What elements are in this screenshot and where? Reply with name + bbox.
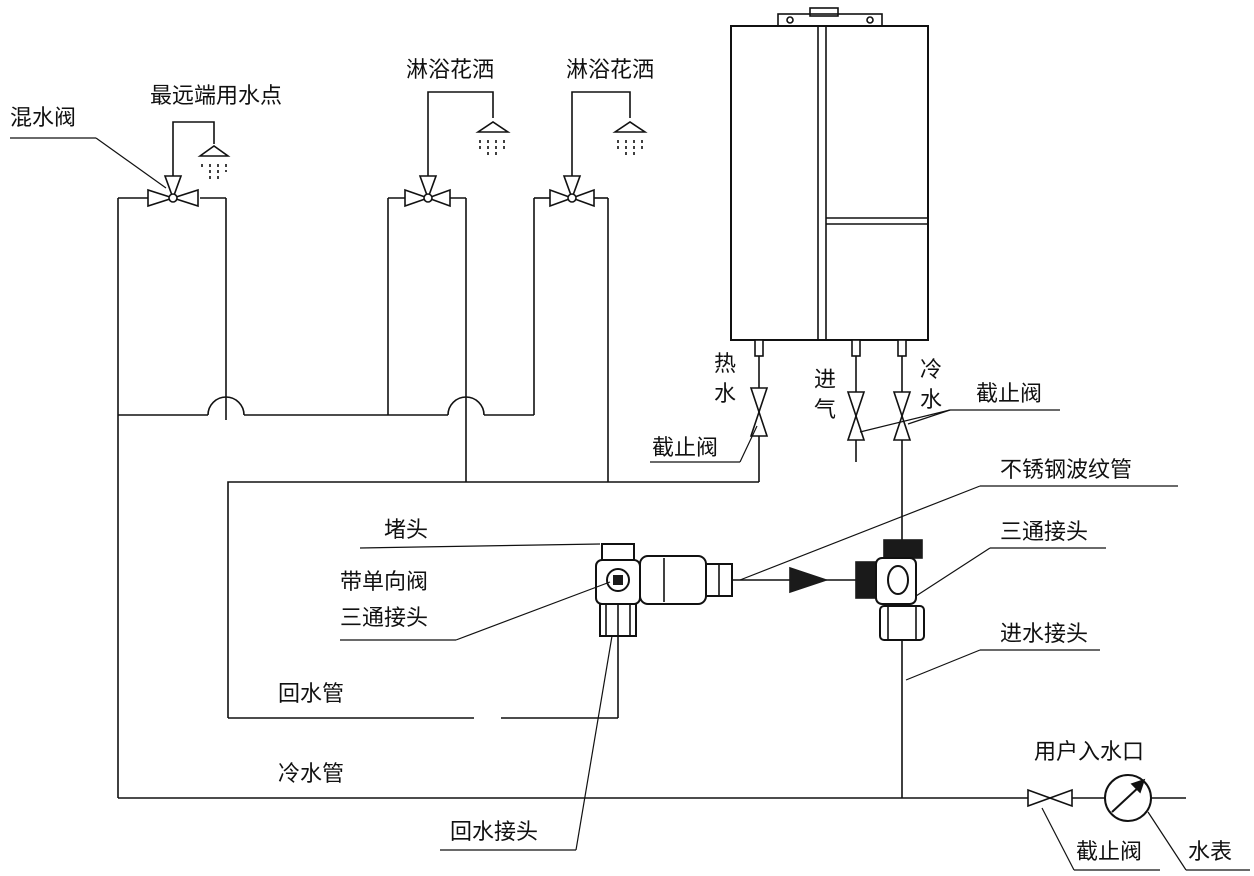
label-mixing-valve: 混水阀 bbox=[10, 106, 77, 131]
valve-icon bbox=[549, 175, 595, 208]
water-meter-icon bbox=[1104, 774, 1152, 822]
label-inlet-joint: 进水接头 bbox=[1000, 622, 1089, 647]
label-return-pipe: 回水管 bbox=[278, 682, 345, 707]
label-return-joint: 回水接头 bbox=[450, 820, 539, 845]
label-stainless-hose: 不锈钢波纹管 bbox=[1000, 458, 1133, 483]
valve-icon bbox=[846, 391, 866, 441]
label-user-inlet: 用户入水口 bbox=[1034, 740, 1145, 765]
shower-head-icon bbox=[427, 91, 511, 176]
label-hot-water: 热水 bbox=[713, 352, 736, 407]
valve-icon bbox=[147, 175, 199, 208]
shower-head-icon bbox=[172, 121, 231, 180]
water-heater-icon bbox=[730, 7, 929, 357]
label-water-meter: 水表 bbox=[1188, 840, 1233, 865]
stainless-hose bbox=[732, 566, 856, 594]
label-gas-inlet: 进气 bbox=[813, 368, 836, 423]
leader-lines bbox=[10, 137, 1250, 871]
label-cold-pipe: 冷水管 bbox=[278, 762, 345, 787]
cold-water-pipe bbox=[117, 197, 1186, 799]
tee-joint-icon bbox=[595, 543, 733, 637]
valve-icon bbox=[892, 391, 912, 441]
label-check-valve-tee-2: 三通接头 bbox=[340, 606, 429, 631]
label-plug: 堵头 bbox=[384, 518, 429, 543]
label-shower-2: 淋浴花洒 bbox=[566, 58, 655, 83]
tee-joint-icon bbox=[855, 539, 925, 641]
label-stop-valve-bottom: 截止阀 bbox=[1076, 840, 1143, 865]
label-check-valve-tee-1: 带单向阀 bbox=[340, 570, 429, 595]
valve-icon bbox=[749, 387, 769, 437]
label-cold-water: 冷水 bbox=[919, 358, 942, 413]
label-farthest-point: 最远端用水点 bbox=[150, 84, 283, 109]
shower-head-icon bbox=[571, 91, 648, 176]
valve-icon bbox=[1027, 788, 1073, 808]
label-tee-joint: 三通接头 bbox=[1000, 520, 1089, 545]
label-stop-valve-left: 截止阀 bbox=[652, 436, 719, 461]
valve-icon bbox=[404, 175, 451, 208]
label-stop-valve-top: 截止阀 bbox=[976, 382, 1043, 407]
label-shower-1: 淋浴花洒 bbox=[406, 58, 495, 83]
flow-arrow-icon bbox=[789, 566, 829, 594]
